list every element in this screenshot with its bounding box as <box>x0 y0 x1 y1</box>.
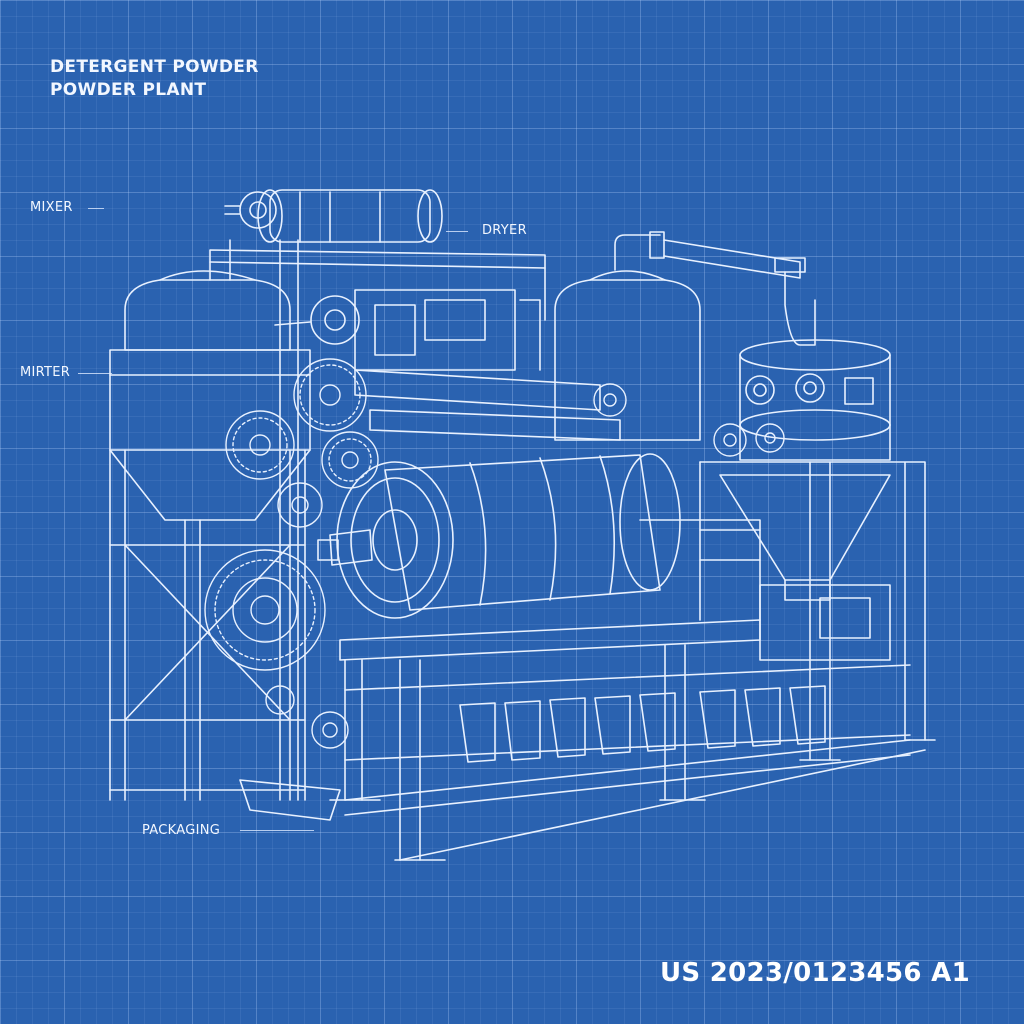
drawing-title: DETERGENT POWDER POWDER PLANT <box>50 56 259 102</box>
leader-packaging <box>240 830 314 831</box>
leader-mixer <box>88 208 104 209</box>
title-line-2: POWDER PLANT <box>50 80 207 100</box>
base-frame <box>240 740 935 860</box>
title-line-1: DETERGENT POWDER <box>50 57 259 77</box>
label-packaging: PACKAGING <box>142 823 221 838</box>
leader-mirter <box>78 373 112 374</box>
dryer-tank <box>555 232 815 440</box>
label-dryer: DRYER <box>482 223 527 238</box>
packaging-bins <box>460 686 825 762</box>
gear-train <box>205 359 784 748</box>
mixer-silo <box>110 271 310 800</box>
top-mixer-drum <box>210 190 545 800</box>
leader-dryer <box>446 231 468 232</box>
label-mirter: MIRTER <box>20 365 71 380</box>
filter-hopper-unit <box>700 340 925 760</box>
label-mixer: MIXER <box>30 200 73 215</box>
patent-number: US 2023/0123456 A1 <box>659 958 970 988</box>
rotary-dryer-drum <box>318 454 680 618</box>
